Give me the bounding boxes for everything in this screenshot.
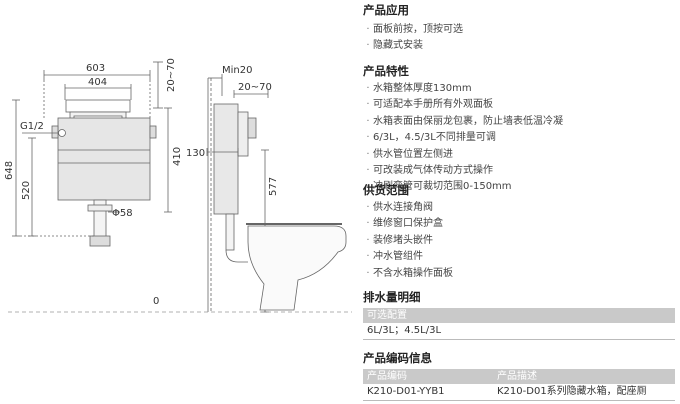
list-item: ·供水连接角阀	[366, 202, 433, 213]
dim-wall-offset: 20~70	[238, 82, 272, 93]
flush-table-header: 可选配置	[363, 308, 675, 323]
list-item: ·冲刷弯管可裁切范围0-150mm	[366, 181, 512, 193]
list-item: ·可改装成气体传动方式操作	[366, 164, 493, 176]
section-title-flush: 排水量明细	[363, 290, 421, 304]
product-code-value: K210-D01-YYB1	[367, 386, 445, 397]
floor-zero-label: 0	[153, 296, 159, 307]
flush-header-label: 可选配置	[367, 310, 407, 321]
list-item: ·不含水箱操作面板	[366, 267, 453, 279]
list-features: ·水箱整体厚度130mm ·可适配本手册所有外观面板 ·水箱表面由保丽龙包裹，防…	[363, 81, 563, 196]
list-item: ·面板前按，顶按可选	[366, 24, 463, 35]
code-header-desc: 产品描述	[497, 371, 537, 382]
dim-width-inner: 404	[88, 77, 107, 88]
flush-table-rule	[363, 339, 675, 340]
info-panel: 产品应用 ·面板前按，顶按可选 ·隐藏式安装 产品特性 ·水箱整体厚度130mm…	[363, 0, 675, 404]
list-item: ·供水管位置左侧进	[366, 148, 453, 160]
dim-depth-130: 130	[186, 148, 205, 159]
section-title-features: 产品特性	[363, 64, 409, 78]
list-supply: ·供水连接角阀 ·维修窗口保护盒 ·装修堵头嵌件 ·冲水管组件 ·不含水箱操作面…	[363, 200, 453, 282]
dim-height-648: 648	[4, 161, 15, 180]
section-title-application: 产品应用	[363, 3, 409, 17]
dim-height-520: 520	[21, 181, 32, 200]
list-item: ·可适配本手册所有外观面板	[366, 99, 493, 111]
technical-drawing: 603 404 20~70 G1/2 648 520 410 Φ58 0 Min…	[4, 58, 352, 313]
code-table-header: 产品编码 产品描述	[363, 369, 675, 384]
list-application: ·面板前按，顶按可选 ·隐藏式安装	[363, 22, 463, 55]
list-item: ·隐藏式安装	[366, 40, 423, 52]
dim-height-577: 577	[268, 177, 279, 196]
code-table-rule	[363, 400, 675, 401]
dim-height-410: 410	[172, 147, 183, 166]
list-item: ·水箱整体厚度130mm	[366, 83, 472, 94]
code-header-code: 产品编码	[367, 371, 407, 382]
dim-height-top: 20~70	[166, 58, 177, 92]
list-item: ·水箱表面由保丽龙包裹，防止墙表低温冷凝	[366, 115, 563, 127]
list-item: ·6/3L，4.5/3L不同排量可调	[366, 132, 496, 144]
section-title-code: 产品编码信息	[363, 351, 432, 365]
dim-min-depth: Min20	[222, 65, 252, 76]
dim-width-total: 603	[86, 63, 105, 74]
list-item: ·冲水管组件	[366, 251, 423, 263]
flush-volume-value: 6L/3L；4.5L/3L	[367, 325, 442, 336]
list-item: ·维修窗口保护盒	[366, 218, 443, 230]
thread-label: G1/2	[20, 121, 44, 132]
section-title-supply: 供货范围	[363, 183, 409, 197]
list-item: ·装修堵头嵌件	[366, 234, 433, 246]
product-desc-value: K210-D01系列隐藏水箱，配座厕	[497, 386, 647, 397]
pipe-diameter: Φ58	[112, 208, 133, 219]
